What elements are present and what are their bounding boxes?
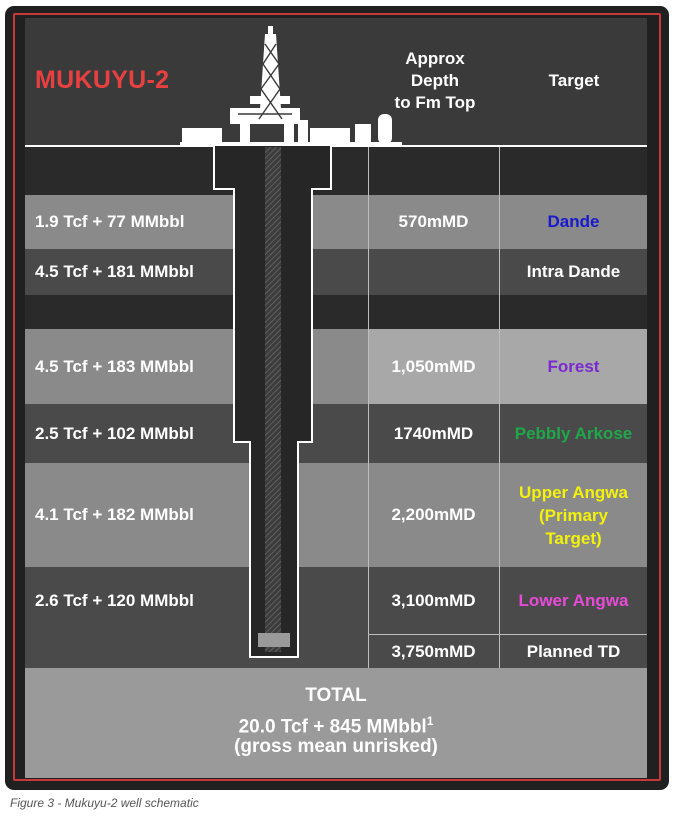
well-bore — [213, 145, 332, 658]
well-title: MUKUYU-2 — [35, 66, 170, 94]
band-intra-dande — [25, 249, 647, 295]
row-intra-dande-volume: 4.5 Tcf + 181 MMbbl — [35, 262, 194, 281]
depth-header-line2: Depth — [410, 71, 460, 90]
target-header: Target — [548, 71, 600, 90]
row-intra-dande-target: Intra Dande — [526, 262, 621, 281]
row-upper-angwa-volume: 4.1 Tcf + 182 MMbbl — [35, 505, 194, 524]
band-pebbly-arkose — [25, 404, 647, 463]
band-total — [25, 668, 647, 778]
row-forest-depth: 1,050mMD — [391, 356, 476, 376]
row-upper-angwa-target: Upper Angwa (Primary Target) — [500, 463, 647, 567]
row-planned-td-depth: 3,750mMD — [391, 641, 476, 661]
band-gap — [25, 295, 647, 329]
row-lower-angwa-target: Lower Angwa — [518, 590, 629, 610]
row-planned-td-target: Planned TD — [526, 641, 621, 661]
divider-target-left — [499, 147, 500, 668]
figure-caption: Figure 3 - Mukuyu-2 well schematic — [10, 796, 199, 810]
band-top — [25, 147, 647, 195]
row-pebbly-arkose-volume: 2.5 Tcf + 102 MMbbl — [35, 423, 194, 443]
band-upper-angwa — [25, 463, 647, 567]
row-dande-target: Dande — [547, 212, 600, 231]
header-background — [25, 18, 647, 146]
well-schematic: MUKUYU-2 Approx Depth to Fm Top Ta — [25, 18, 647, 778]
divider-depth-left — [368, 147, 369, 668]
band-dande — [25, 195, 647, 249]
depth-header: Approx Depth to Fm Top — [369, 48, 501, 114]
row-lower-angwa-volume: 2.6 Tcf + 120 MMbbl — [35, 591, 194, 610]
band-forest-highlight — [368, 329, 647, 404]
upper-angwa-line1: Upper Angwa — [519, 482, 628, 502]
total-note: (gross mean unrisked) — [234, 736, 438, 757]
band-lower-angwa — [25, 567, 647, 668]
total-footnote-mark: 1 — [426, 714, 434, 728]
depth-header-line1: Approx — [405, 49, 465, 68]
drilling-rig-icon — [180, 26, 402, 148]
depth-header-line3: to Fm Top — [394, 93, 476, 112]
row-dande-depth: 570mMD — [398, 212, 469, 231]
divider-td — [368, 634, 647, 635]
upper-angwa-line3: Target) — [545, 528, 602, 548]
surface-line — [25, 145, 647, 147]
row-dande-volume: 1.9 Tcf + 77 MMbbl — [35, 212, 185, 231]
row-pebbly-arkose-target: Pebbly Arkose — [514, 423, 633, 443]
upper-angwa-line2: (Primary — [539, 505, 608, 525]
row-lower-angwa-depth: 3,100mMD — [391, 590, 476, 610]
row-forest-volume: 4.5 Tcf + 183 MMbbl — [35, 356, 194, 376]
total-value-text: 20.0 Tcf + 845 MMbbl — [238, 716, 427, 738]
row-upper-angwa-depth: 2,200mMD — [391, 505, 476, 524]
row-forest-target: Forest — [547, 356, 600, 376]
red-border — [13, 13, 661, 781]
row-pebbly-arkose-depth: 1740mMD — [393, 423, 474, 443]
total-value: 20.0 Tcf + 845 MMbbl1 — [25, 709, 647, 739]
total-label: TOTAL — [305, 685, 367, 706]
